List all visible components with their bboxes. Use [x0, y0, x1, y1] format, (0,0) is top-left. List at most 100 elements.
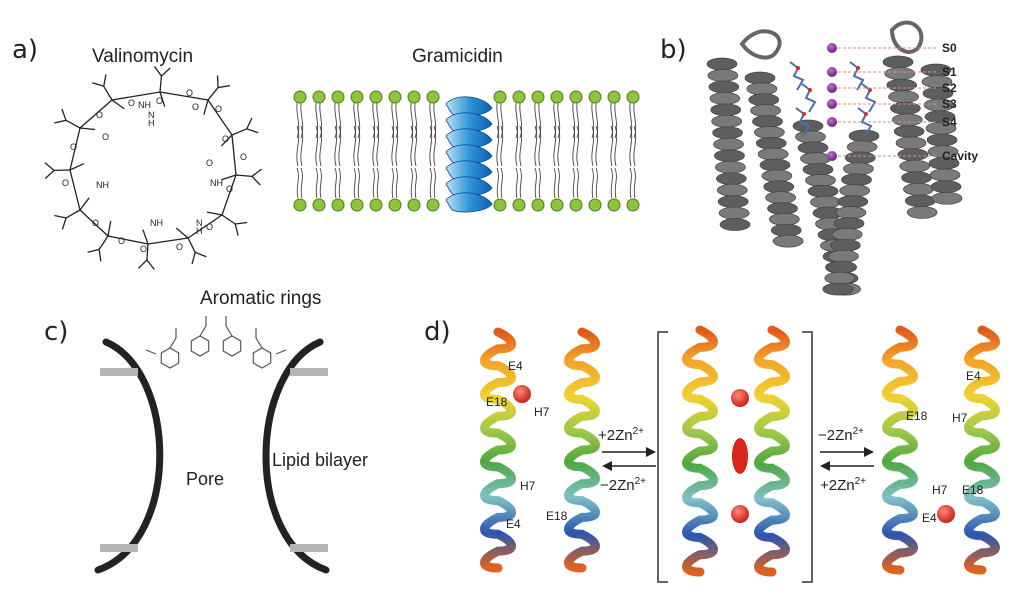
- carbonyl-oxygen: [864, 112, 868, 116]
- lipid-headgroup: [331, 198, 345, 212]
- bond: [98, 235, 109, 250]
- helix-turn: [926, 133, 958, 147]
- bond: [235, 174, 252, 177]
- lipid-tail-lower: [353, 125, 361, 167]
- bond: [221, 174, 237, 181]
- lipid-tail-lower-leaflet: [534, 167, 541, 199]
- helix-turn: [759, 158, 791, 172]
- residue-label-right: H7: [932, 483, 948, 497]
- helix-turn: [839, 184, 871, 198]
- lipid-tail-upper: [372, 97, 380, 139]
- valinomycin-atom-label: O: [222, 134, 229, 144]
- lipid-headgroup: [512, 90, 526, 104]
- lipid-tail-lower-leaflet: [591, 167, 598, 199]
- helix-turn: [904, 194, 936, 208]
- helix-turn: [715, 172, 747, 186]
- residue-label-right: H7: [952, 411, 968, 425]
- lipid-headgroup: [493, 198, 507, 212]
- lipid-headgroup: [350, 90, 364, 104]
- site-label-s3: S3: [942, 97, 957, 111]
- helix-turn: [716, 183, 748, 197]
- lipid-headgroup: [369, 90, 383, 104]
- lipid-headgroup: [350, 198, 364, 212]
- zinc-ion: [731, 505, 749, 523]
- lipid-headgroup: [569, 198, 583, 212]
- helix-turn: [824, 271, 856, 285]
- bond: [65, 119, 81, 129]
- valinomycin-atom-label: O: [140, 244, 147, 254]
- potassium-ion: [827, 83, 837, 93]
- lipid-headgroup: [607, 198, 621, 212]
- bond: [251, 168, 262, 177]
- bond: [251, 175, 261, 186]
- helix-turn: [709, 92, 741, 105]
- valinomycin-atom-label: O: [118, 236, 125, 246]
- helix-turn: [930, 180, 962, 194]
- helix-turn: [770, 223, 802, 237]
- lipid-tail-lower: [572, 125, 580, 167]
- helix-turn: [718, 206, 750, 220]
- helix-turn: [826, 260, 857, 274]
- residue-label-left: H7: [520, 479, 536, 493]
- zinc-ion: [937, 505, 955, 523]
- helix-turn: [888, 90, 919, 104]
- helix-turn: [822, 282, 854, 296]
- carbonyl-oxygen: [868, 88, 872, 92]
- residue-label-left: E4: [506, 517, 521, 531]
- aromatic-rings-label: Aromatic rings: [200, 288, 321, 309]
- peptide-helix: [564, 327, 600, 573]
- valinomycin-atom-label: NH: [150, 218, 163, 228]
- residue-label-right: E4: [966, 369, 981, 383]
- residue-label-right: E18: [962, 483, 984, 497]
- helix-turn: [837, 195, 869, 208]
- lipid-tail-upper: [610, 97, 618, 139]
- helix-turn: [746, 82, 778, 96]
- panel-c: c) Aromatic rings Pore Lipid bilayer: [44, 288, 368, 574]
- valinomycin-sidechains: [44, 65, 262, 270]
- lipid-tail-lower: [372, 125, 380, 167]
- potassium-ion: [827, 151, 837, 161]
- helix-turn: [754, 126, 785, 139]
- residue-label-left: E18: [546, 509, 568, 523]
- bond: [98, 249, 102, 262]
- residue-label-right: E18: [906, 409, 928, 423]
- helix-turn: [805, 174, 836, 187]
- lipid-tail-upper: [534, 97, 542, 139]
- extracellular-loop-right: [889, 20, 924, 54]
- lipid-tail-lower-leaflet: [391, 167, 398, 199]
- right-top-zn-label: −2Zn2+: [818, 426, 864, 444]
- helix-turn: [807, 184, 839, 198]
- helix-turn: [893, 125, 925, 138]
- bond: [61, 108, 67, 121]
- bond: [231, 128, 248, 136]
- selectivity-filter-sticks: [789, 61, 877, 137]
- lipid-headgroup: [407, 90, 421, 104]
- lipid-bilayer-label: Lipid bilayer: [272, 450, 368, 470]
- lipid-tail-upper: [429, 97, 437, 139]
- lipid-tail-lower: [629, 125, 637, 167]
- lipid-headgroup: [569, 90, 583, 104]
- helix-turn: [714, 149, 745, 163]
- valinomycin-atom-label: O: [62, 178, 69, 188]
- helix-turn: [800, 152, 831, 165]
- peptide-helix-dimers: [480, 325, 1000, 577]
- valinomycin-atom-label: O: [156, 96, 163, 106]
- benzene-ring: [190, 335, 210, 357]
- valinomycin-atom-label: O: [215, 104, 222, 114]
- reverse-zn-label: −2Zn2+: [600, 476, 646, 494]
- bond: [159, 76, 163, 93]
- lipid-tail-lower: [391, 125, 399, 167]
- lipid-headgroup: [626, 90, 640, 104]
- bond: [79, 127, 96, 131]
- bilayer-mark-top-right: [290, 368, 328, 376]
- lipid-tail-lower-leaflet: [429, 167, 436, 199]
- bond: [137, 259, 148, 269]
- forward-zn-label: +2Zn2+: [598, 426, 644, 444]
- potassium-ion: [827, 67, 837, 77]
- valinomycin-atom-label: N: [196, 218, 203, 228]
- valinomycin-atom-label: O: [186, 88, 193, 98]
- peptide-helix: [480, 327, 516, 573]
